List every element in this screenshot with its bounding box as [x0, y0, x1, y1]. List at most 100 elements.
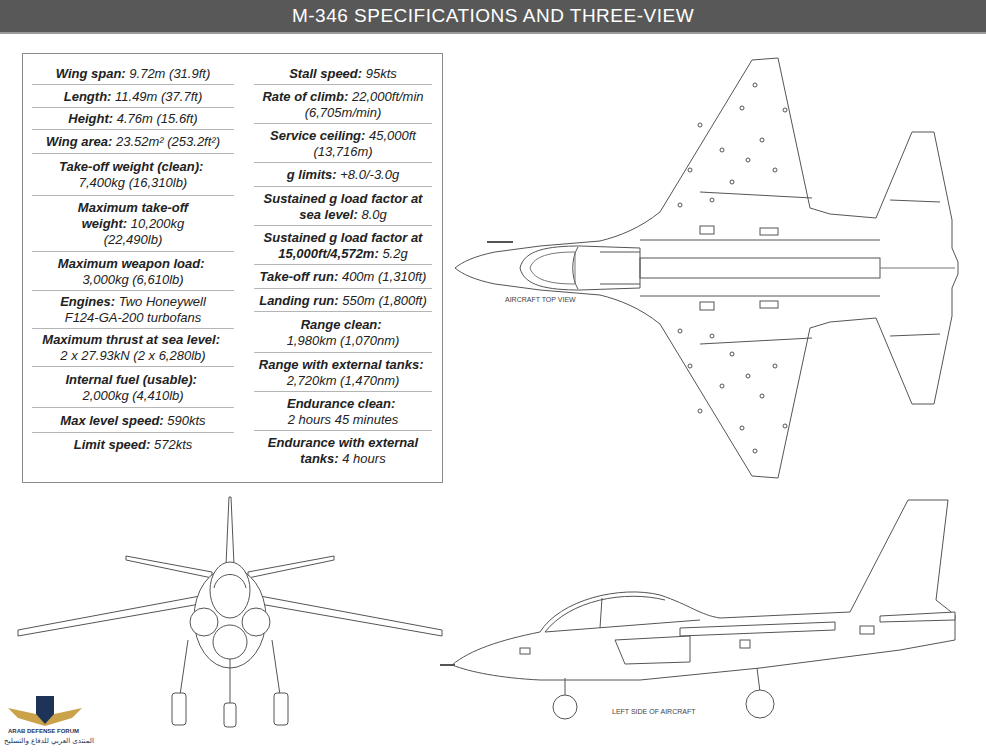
title-bar [0, 0, 986, 32]
spec-name: Internal fuel (usable): [65, 372, 196, 387]
spec-value: 95kts [366, 66, 397, 81]
row-separator [32, 84, 234, 85]
row-separator [32, 129, 234, 130]
spec-name: g limits: [287, 167, 337, 182]
row-separator [254, 123, 432, 124]
row-separator [254, 430, 432, 431]
spec-row: Endurance clean:2 hours 45 minutes [246, 392, 440, 431]
spec-cell: Maximum take-off weight:10,200kg (22,490… [53, 200, 213, 248]
row-separator [254, 352, 432, 353]
spec-row: Wing area:23.52m² (253.2ft²) [24, 130, 242, 154]
spec-name: Take-off run: [260, 269, 339, 284]
spec-name: Engines: [60, 294, 115, 309]
row-separator [254, 391, 432, 392]
spec-name: Limit speed: [74, 437, 151, 452]
front-view [18, 497, 442, 727]
view-label: AIRCRAFT TOP VIEW [505, 296, 576, 304]
row-separator [32, 432, 234, 433]
spec-cell: Internal fuel (usable):2,000kg (4,410lb) [65, 372, 200, 404]
spec-cell: Rate of climb:22,000ft/min (6,705m/min) [251, 89, 436, 121]
row-separator [254, 264, 432, 265]
spec-name: Range clean: [301, 317, 382, 332]
spec-cell: Range with external tanks:2,720km (1,470… [259, 357, 427, 389]
spec-name: Max level speed: [60, 413, 163, 428]
spec-value: 2 x 27.93kN (2 x 6,280lb) [42, 348, 223, 364]
spec-row: Range with external tanks:2,720km (1,470… [246, 353, 440, 392]
spec-value: 550m (1,800ft) [342, 293, 427, 308]
spec-value: 572kts [154, 437, 192, 452]
spec-cell: Height:4.76m (15.6ft) [68, 111, 197, 127]
row-separator [254, 162, 432, 163]
spec-row: Rate of climb:22,000ft/min (6,705m/min) [246, 85, 440, 124]
spec-row: g limits:+8.0/-3.0g [246, 163, 440, 187]
spec-row: Maximum take-off weight:10,200kg (22,490… [24, 196, 242, 252]
spec-value: 4.76m (15.6ft) [117, 111, 198, 126]
spec-cell: Maximum thrust at sea level:2 x 27.93kN … [42, 332, 223, 364]
spec-value: 1,980km (1,070nm) [287, 333, 400, 349]
spec-cell: Service ceiling:45,000ft (13,716m) [251, 128, 436, 160]
spec-row: Sustained g load factor at 15,000ft/4,57… [246, 226, 440, 265]
row-separator [32, 290, 234, 291]
row-separator [254, 311, 432, 312]
spec-value: 11.49m (37.7ft) [115, 89, 202, 104]
watermark-text: المنتدى العربي للدفاع والتسليح [4, 737, 94, 745]
spec-cell: Landing run: 550m (1,800ft) [259, 293, 427, 309]
spec-row: Wing span:9.72m (31.9ft) [24, 62, 242, 85]
spec-row: Maximum weapon load:3,000kg (6,610lb) [24, 252, 242, 291]
spec-cell: Wing area:23.52m² (253.2ft²) [46, 134, 220, 150]
top-view [455, 58, 958, 478]
spec-cell: Range clean:1,980km (1,070nm) [287, 317, 400, 349]
spec-name: Wing span: [56, 66, 126, 81]
row-separator [32, 328, 234, 329]
spec-row: Limit speed:572kts [24, 433, 242, 456]
row-separator [32, 153, 234, 154]
row-separator [254, 186, 432, 187]
spec-cell: Sustained g load factor at 15,000ft/4,57… [257, 230, 429, 262]
spec-cell: Wing span:9.72m (31.9ft) [56, 66, 211, 82]
spec-row: Stall speed: 95kts [246, 62, 440, 85]
row-separator [32, 195, 234, 196]
spec-row: Service ceiling:45,000ft (13,716m) [246, 124, 440, 163]
page-title: M-346 SPECIFICATIONS AND THREE-VIEW [0, 0, 986, 32]
spec-value: 590kts [167, 413, 205, 428]
row-separator [254, 288, 432, 289]
row-separator [254, 225, 432, 226]
spec-row: Internal fuel (usable):2,000kg (4,410lb) [24, 367, 242, 408]
spec-row: Sustained g load factor at sea level:8.0… [246, 187, 440, 226]
spec-cell: Limit speed:572kts [74, 437, 193, 453]
spec-value: 4 hours [342, 451, 385, 466]
spec-row: Maximum thrust at sea level:2 x 27.93kN … [24, 329, 242, 367]
row-separator [254, 84, 432, 85]
spec-cell: Max level speed: 590kts [60, 413, 205, 429]
spec-name: Range with external tanks: [259, 357, 424, 372]
row-separator [32, 107, 234, 108]
spec-value: 2,000kg (4,410lb) [65, 388, 200, 404]
spec-value: 9.72m (31.9ft) [129, 66, 210, 81]
spec-name: Stall speed: [289, 66, 362, 81]
spec-table-frame [23, 54, 443, 483]
spec-cell: Engines:Two Honeywell F124-GA-200 turbof… [46, 294, 221, 326]
spec-cell: Stall speed: 95kts [289, 66, 397, 82]
spec-row: Endurance with external tanks:4 hours [246, 431, 440, 470]
spec-value: 2 hours 45 minutes [287, 412, 399, 428]
spec-value: +8.0/-3.0g [340, 167, 399, 182]
spec-row: Max level speed: 590kts [24, 408, 242, 433]
spec-name: Landing run: [259, 293, 338, 308]
spec-name: Take-off weight (clean): [59, 159, 203, 174]
spec-row: Take-off weight (clean):7,400kg (16,310l… [24, 154, 242, 196]
spec-name: Maximum weapon load: [58, 256, 205, 271]
row-separator [32, 407, 234, 408]
spec-row: Landing run: 550m (1,800ft) [246, 289, 440, 312]
watermark-text: ARAB DEFENSE FORUM [8, 728, 79, 735]
view-label: LEFT SIDE OF AIRCRAFT [612, 708, 696, 716]
spec-value: 400m (1,310ft) [342, 269, 427, 284]
side-view [440, 500, 955, 719]
spec-cell: Take-off weight (clean):7,400kg (16,310l… [59, 159, 207, 191]
spec-value: 2,720km (1,470nm) [259, 373, 427, 389]
spec-name: Wing area: [46, 134, 112, 149]
spec-row: Take-off run:400m (1,310ft) [246, 265, 440, 289]
spec-cell: Endurance with external tanks:4 hours [258, 435, 428, 467]
spec-row: Engines:Two Honeywell F124-GA-200 turbof… [24, 291, 242, 329]
spec-cell: Take-off run:400m (1,310ft) [260, 269, 427, 285]
